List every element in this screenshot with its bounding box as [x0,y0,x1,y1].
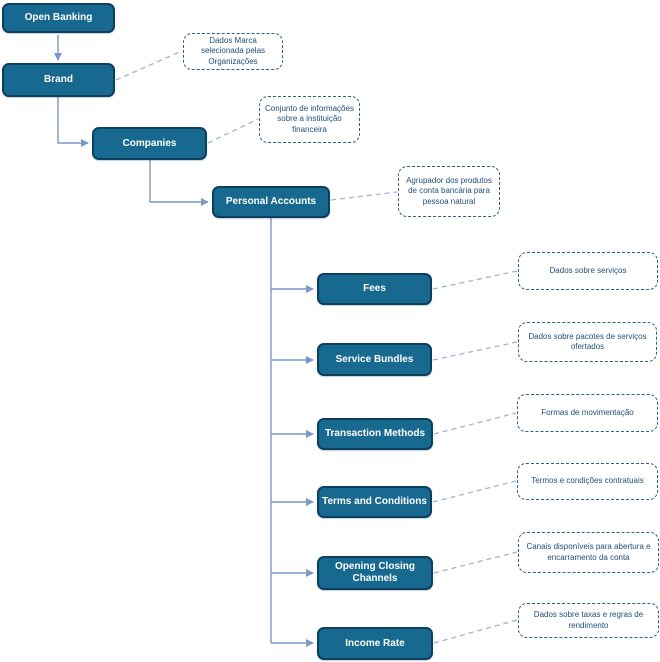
note-personal-accounts: Agrupador dos produtos de conta bancária… [398,166,500,217]
hierarchy-connectors [54,35,314,647]
note-service-bundles: Dados sobre pacotes de serviços ofertado… [518,322,657,362]
note-text: Dados Marca selecionada pelas Organizaçõ… [200,35,266,66]
node-transaction-methods: Transaction Methods [317,418,433,450]
note-text: Agrupador dos produtos de conta bancária… [406,175,492,206]
node-personal-accounts: Personal Accounts [212,186,330,218]
node-label: Fees [363,283,386,294]
note-terms-and-conditions: Termos e condições contratuais [517,463,658,500]
node-label: Brand [44,74,73,85]
note-text: Canais disponíveis para abertura e encar… [526,542,651,562]
node-label: Opening Closing Channels [335,561,415,584]
note-transaction-methods: Formas de movimentação [517,394,658,432]
node-label: Income Rate [345,637,405,649]
node-label: Terms and Conditions [322,496,427,507]
note-companies: Conjunto de informações sobre a institui… [259,96,360,143]
note-income-rate: Dados sobre taxas e regras de rendimento [518,603,659,638]
note-text: Dados sobre taxas e regras de rendimento [533,610,644,630]
note-opening-closing-channels: Canais disponíveis para abertura e encar… [518,532,659,573]
node-opening-closing-channels: Opening Closing Channels [317,556,433,590]
node-label: Companies [122,137,177,149]
note-text: Termos e condições contratuais [531,476,644,486]
node-label: Service Bundles [335,353,414,365]
node-label: Personal Accounts [225,196,317,207]
node-terms-and-conditions: Terms and Conditions [317,486,432,518]
node-service-bundles: Service Bundles [317,343,432,376]
node-income-rate: Income Rate [317,627,433,660]
node-label: Transaction Methods [324,428,425,439]
node-brand: Brand [2,63,115,97]
note-text: Formas de movimentação [541,407,634,417]
node-label: Open Banking [24,12,93,23]
note-text: Dados sobre pacotes de serviços ofertado… [528,331,647,351]
note-brand: Dados Marca selecionada pelas Organizaçõ… [183,33,283,70]
note-connectors [115,50,518,644]
node-open-banking: Open Banking [2,3,115,33]
note-text: Conjunto de informações sobre a institui… [265,103,354,134]
note-fees: Dados sobre serviços [518,252,658,290]
note-text: Dados sobre serviços [549,265,627,275]
node-companies: Companies [92,127,207,160]
node-fees: Fees [317,273,432,305]
